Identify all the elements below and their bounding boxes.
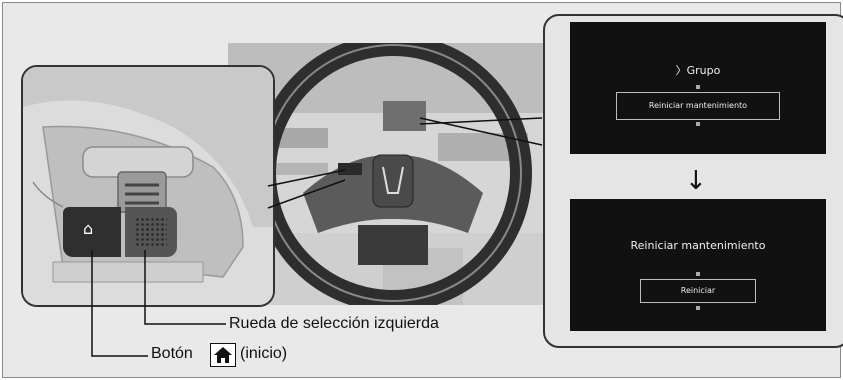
screen-group-header: 〉Grupo	[675, 64, 721, 77]
menu-item-reiniciar-mantenimiento[interactable]: Reiniciar mantenimiento	[616, 92, 780, 120]
instrument-display	[383, 101, 426, 131]
wheel-texture	[135, 217, 167, 247]
screen-reset-title: Reiniciar mantenimiento	[630, 239, 766, 252]
home-button-closeup[interactable]: ⌂	[63, 207, 121, 257]
menu-item-reiniciar[interactable]: Reiniciar	[640, 279, 756, 303]
home-button-label: Botón	[151, 345, 193, 362]
home-icon: ⌂	[83, 219, 94, 238]
scroll-down-tick	[696, 306, 700, 310]
scroll-up-tick	[696, 272, 700, 276]
home-icon	[214, 347, 232, 363]
display-screen-reset: Reiniciar mantenimiento Reiniciar	[570, 199, 826, 331]
steering-controls-inset: ⌂	[21, 65, 275, 307]
display-screen-group: 〉Grupo Reiniciar mantenimiento	[570, 22, 826, 154]
scroll-down-tick	[696, 122, 700, 126]
scroll-up-tick	[696, 85, 700, 89]
home-icon-box	[210, 343, 236, 367]
home-button-label-suffix: (inicio)	[240, 345, 288, 362]
display-screens-inset: 〉Grupo Reiniciar mantenimiento ↓ Reinici…	[543, 14, 843, 348]
left-selector-wheel-closeup[interactable]	[125, 207, 177, 257]
left-selector-wheel-label: Rueda de selección izquierda	[229, 315, 439, 332]
down-arrow-icon: ↓	[685, 166, 707, 196]
